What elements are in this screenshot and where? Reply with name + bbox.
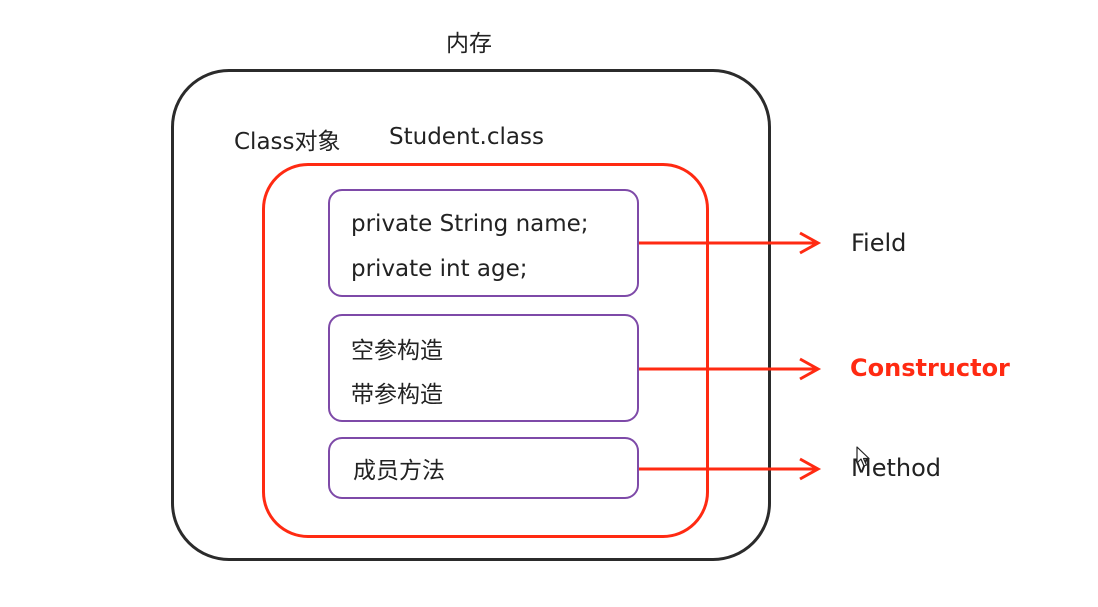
mouse-pointer-icon	[856, 446, 870, 467]
class-object-label: Class对象	[234, 129, 341, 155]
method-section	[328, 437, 639, 499]
constructor-line: 空参构造	[351, 338, 443, 364]
class-name-label: Student.class	[389, 124, 544, 150]
constructor-target-label: Constructor	[850, 354, 1010, 382]
field-section	[328, 189, 639, 297]
memory-frame	[171, 69, 771, 561]
constructor-line: 带参构造	[351, 382, 443, 408]
constructor-section	[328, 314, 639, 422]
field-line: private String name;	[351, 211, 589, 237]
method-line: 成员方法	[353, 458, 445, 484]
class-object-frame	[262, 163, 709, 538]
field-target-label: Field	[851, 229, 907, 257]
field-line: private int age;	[351, 256, 528, 282]
memory-label: 内存	[446, 31, 492, 57]
